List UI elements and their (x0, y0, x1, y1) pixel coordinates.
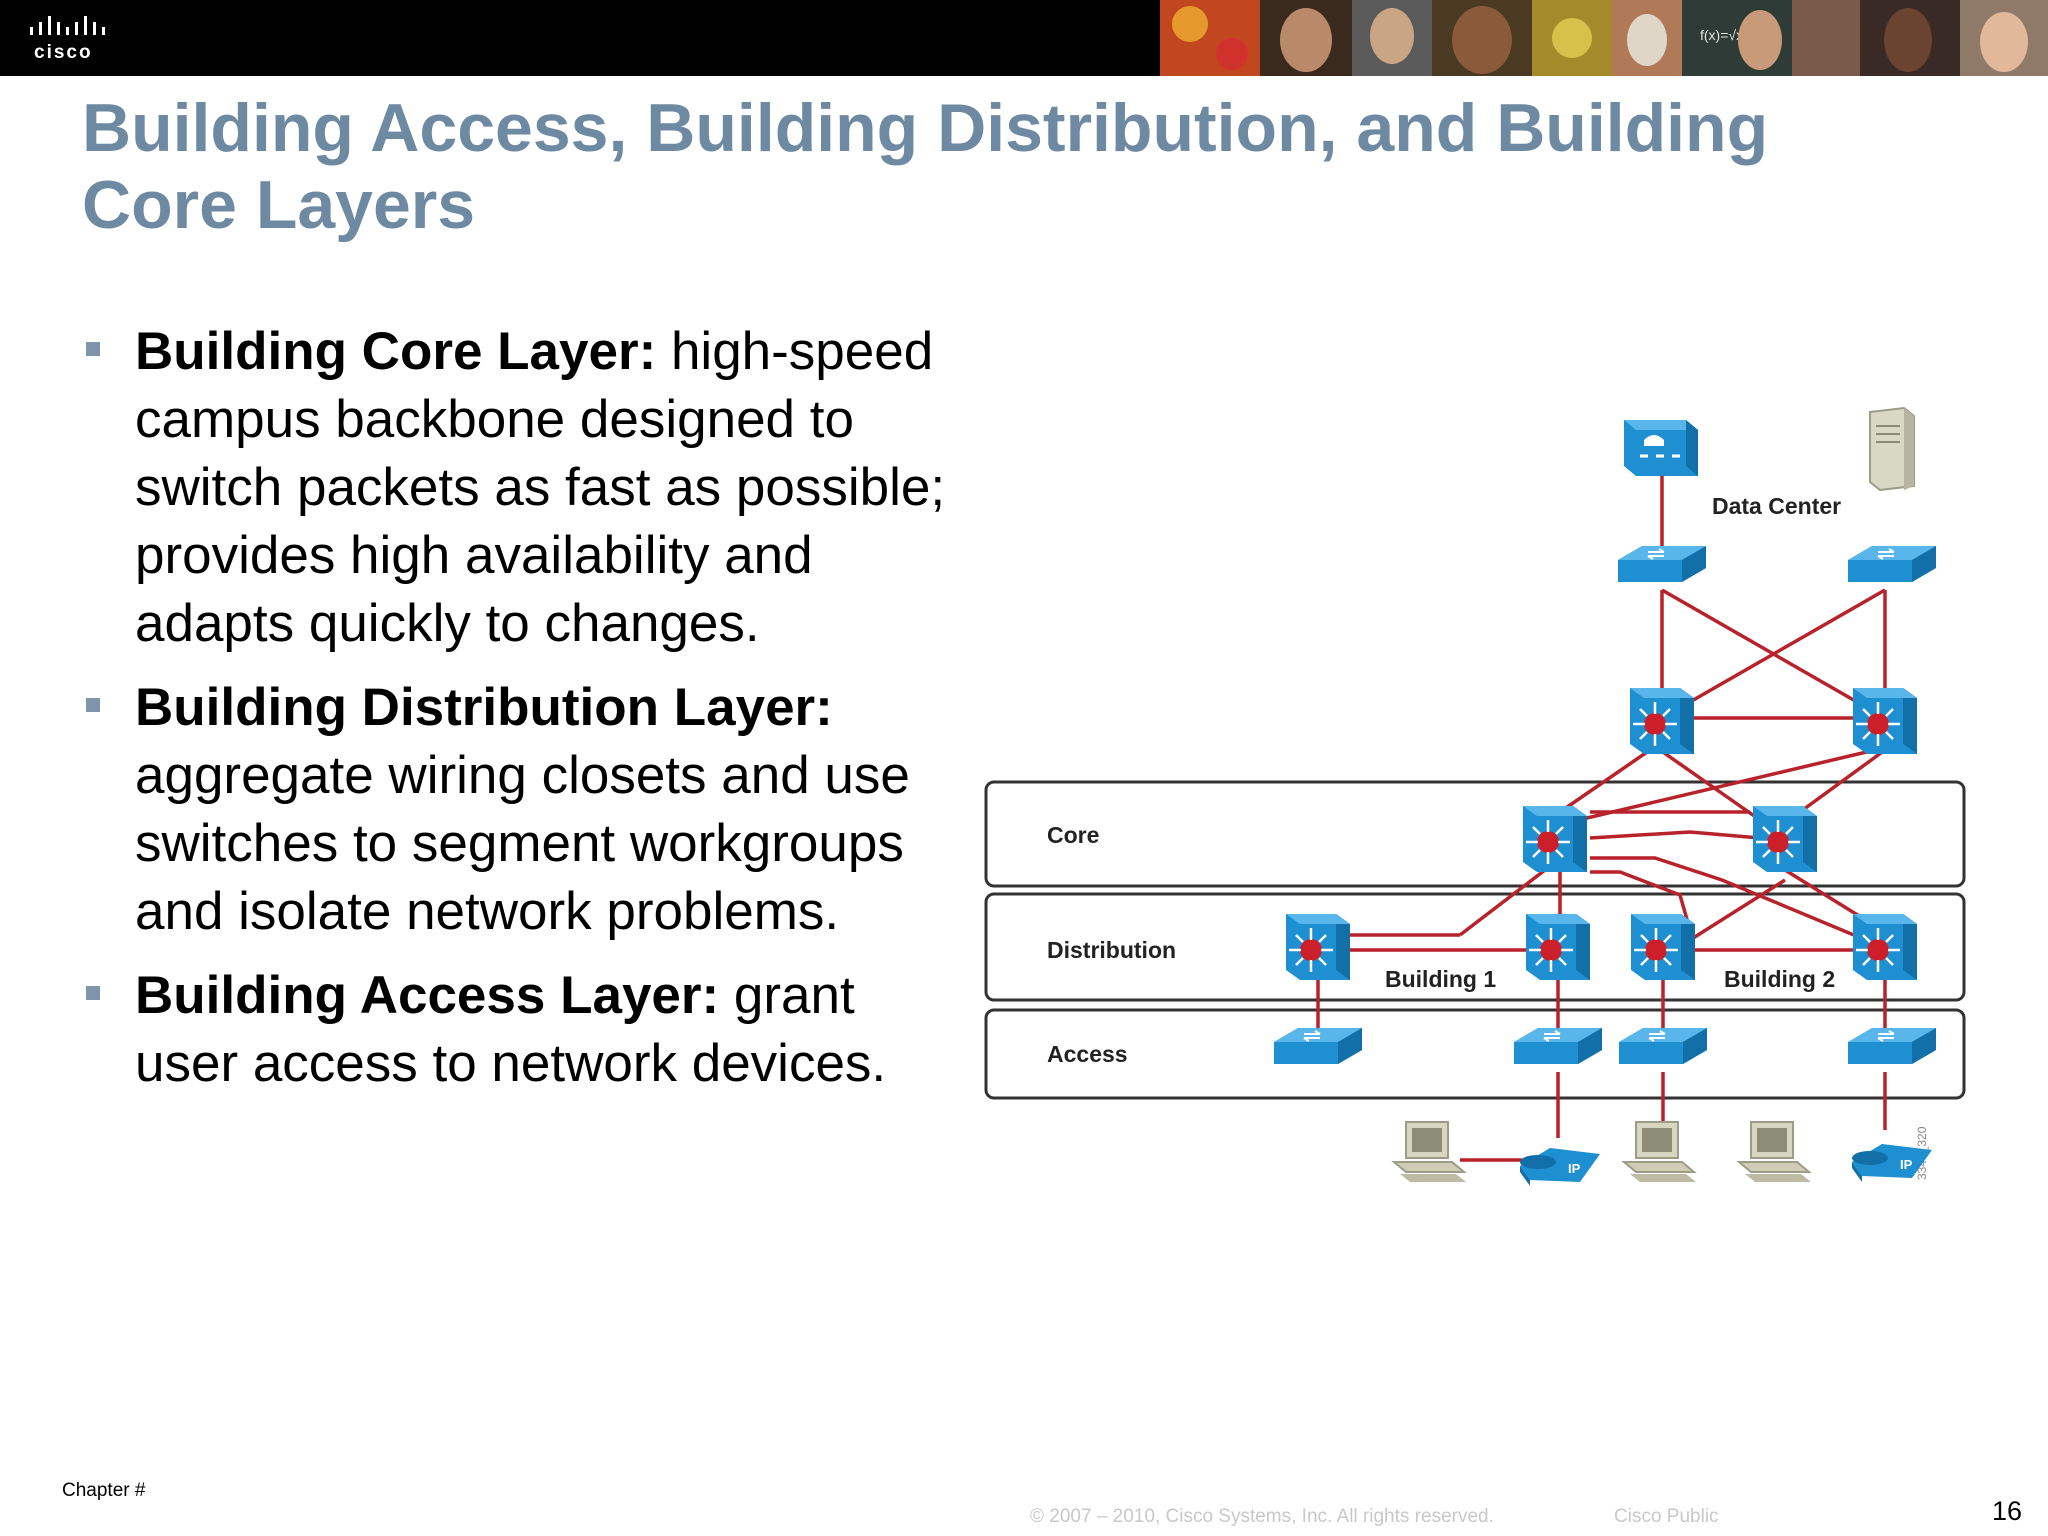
bullet-list: Building Core Layer: high-speed campus b… (82, 318, 962, 1114)
bullet-description: aggregate wiring closets and use switche… (135, 746, 910, 941)
layer-label-core: Core (1047, 822, 1099, 848)
access-switch-1 (1273, 1027, 1363, 1065)
pc-device-1 (1393, 1121, 1467, 1183)
bullet-term: Building Core Layer: (135, 322, 657, 381)
building-1-label: Building 1 (1385, 966, 1496, 992)
distribution-router-b2-right (1851, 912, 1919, 982)
bullet-term: Building Access Layer: (135, 966, 720, 1025)
layer-label-access: Access (1047, 1041, 1128, 1067)
network-diagram: IP Core Distribution Access Data Center … (984, 406, 1966, 1186)
core-router-left (1521, 804, 1589, 874)
bullet-marker (86, 342, 100, 356)
data-center-server-device (1869, 406, 1915, 492)
header-bar: cisco f(x)=√x² (0, 0, 2048, 76)
svg-text:f(x)=√x²: f(x)=√x² (1700, 27, 1748, 43)
data-center-switch-right (1847, 545, 1937, 583)
bullet-building-distribution-layer: Building Distribution Layer: aggregate w… (82, 674, 962, 946)
bullet-description: grant user access to network devices. (135, 966, 887, 1093)
bullet-text: Building Distribution Layer: aggregate w… (135, 674, 962, 946)
pc-device-3 (1738, 1121, 1812, 1183)
bullet-building-core-layer: Building Core Layer: high-speed campus b… (82, 318, 962, 658)
layer-label-distribution: Distribution (1047, 937, 1176, 963)
bullet-text: Building Core Layer: high-speed campus b… (135, 318, 962, 658)
footer-copyright: © 2007 – 2010, Cisco Systems, Inc. All r… (1030, 1506, 1494, 1527)
cisco-logo: cisco (28, 12, 128, 68)
cisco-bars-icon (30, 16, 105, 35)
ip-phone-device-1 (1520, 1148, 1600, 1186)
page-number: 16 (1992, 1496, 2023, 1526)
photo-strip: f(x)=√x² (1160, 0, 2048, 76)
layer-boxes (984, 780, 1966, 1100)
bullet-marker (86, 986, 100, 1000)
bullet-building-access-layer: Building Access Layer: grant user access… (82, 962, 962, 1098)
bullet-text: Building Access Layer: grant user access… (135, 962, 962, 1098)
building-2-label: Building 2 (1724, 966, 1835, 992)
distribution-router-b1-left (1284, 912, 1352, 982)
footer-classification: Cisco Public (1614, 1506, 1719, 1527)
access-switch-3 (1618, 1027, 1708, 1065)
bullet-marker (86, 698, 100, 712)
footer-chapter: Chapter # (62, 1480, 146, 1501)
bullet-term: Building Distribution Layer: (135, 678, 833, 737)
pc-device-2 (1623, 1121, 1697, 1183)
cisco-logo-text: cisco (34, 42, 93, 63)
access-switch-4 (1847, 1027, 1937, 1065)
data-center-label: Data Center (1712, 493, 1841, 519)
data-center-switch-left (1617, 545, 1707, 583)
distribution-router-b1-right (1524, 912, 1592, 982)
distribution-router-b2-left (1629, 912, 1697, 982)
access-switch-2 (1513, 1027, 1603, 1065)
data-center-router-right (1851, 686, 1919, 756)
slide-title: Building Access, Building Distribution, … (82, 90, 1769, 243)
core-router-right (1751, 804, 1819, 874)
data-center-router-left (1628, 686, 1696, 756)
data-center-ip-phone-device (1624, 420, 1698, 476)
bullet-description: high-speed campus backbone designed to s… (135, 322, 946, 653)
